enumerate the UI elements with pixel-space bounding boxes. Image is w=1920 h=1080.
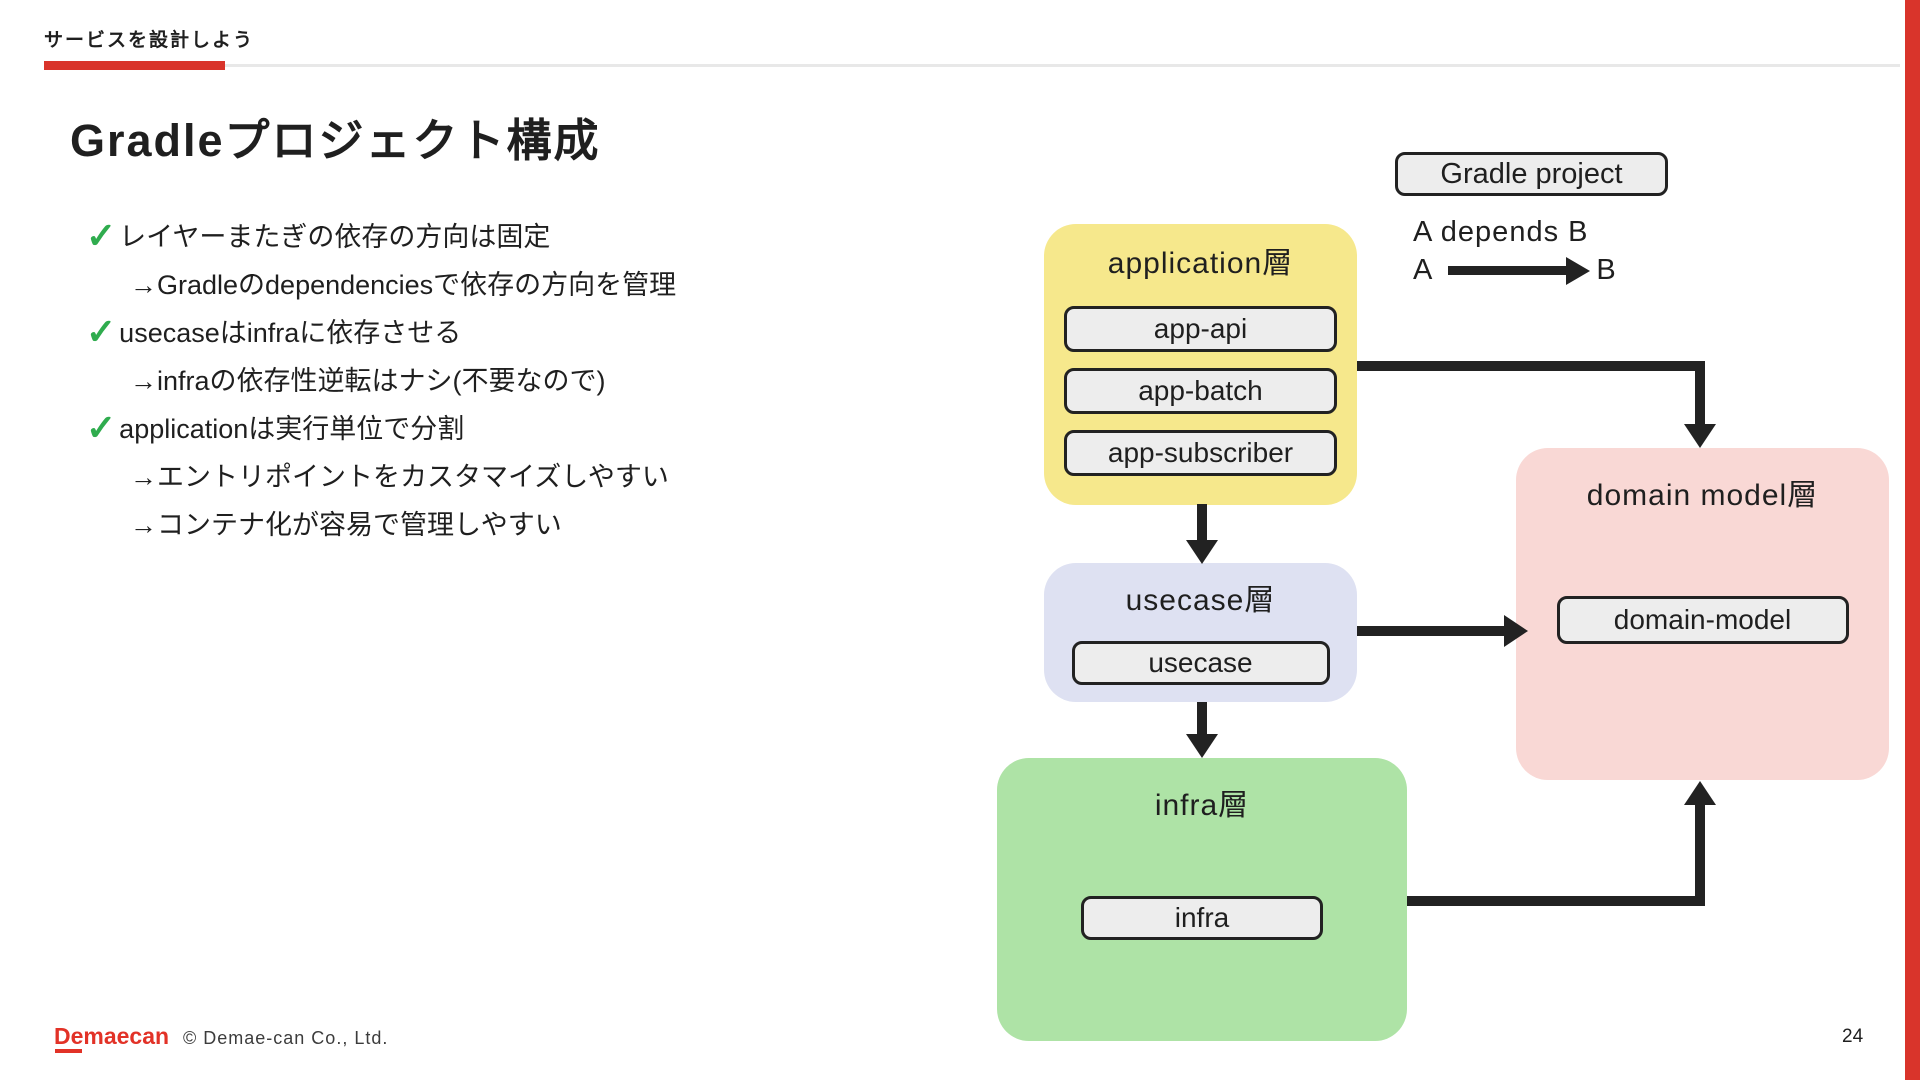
legend-depends-caption: A depends B [1413,216,1589,248]
module-app-api: app-api [1064,306,1337,352]
bullet-subitem: →Gradleのdependenciesで依存の方向を管理 [86,268,786,302]
arrow-usecase-to-infra-head-icon [1186,734,1218,758]
layer-usecase: usecase層 usecase [1044,563,1357,702]
bullet-subitem: →エントリポイントをカスタマイズしやすい [86,460,786,494]
layer-application: application層 app-api app-batch app-subsc… [1044,224,1357,505]
demaecan-logo: Demaecan [54,1023,170,1049]
bullet-text: レイヤーまたぎの依存の方向は固定 [119,222,551,252]
arrow-application-to-domain-head-icon [1684,424,1716,448]
bullet-text: →Gradleのdependenciesで依存の方向を管理 [130,270,677,300]
arrow-application-to-domain-horizontal-line [1357,361,1705,371]
header-divider-line [44,64,1900,67]
check-icon: ✓ [86,407,117,448]
bullet-list: ✓ レイヤーまたぎの依存の方向は固定 →Gradleのdependenciesで… [86,215,786,556]
header-accent-underline [44,61,225,70]
demaecan-logo-underline [55,1049,82,1053]
legend-arrow-line [1448,266,1567,275]
layer-infra: infra層 infra [997,758,1407,1041]
arrow-usecase-to-domain-head-icon [1504,615,1528,647]
check-icon: ✓ [86,311,117,352]
arrow-usecase-to-domain-line [1357,626,1504,636]
bullet-text: applicationは実行単位で分割 [119,414,465,444]
legend-arrow-example: A B [1413,254,1616,287]
check-icon: ✓ [86,215,117,256]
arrow-application-to-domain-vertical-line [1695,361,1705,426]
bullet-item: ✓ applicationは実行単位で分割 [86,407,786,448]
bullet-text: →infraの依存性逆転はナシ(不要なので) [130,366,606,396]
right-edge-accent-bar [1905,0,1920,1080]
bullet-subitem: →infraの依存性逆転はナシ(不要なので) [86,364,786,398]
bullet-text: →エントリポイントをカスタマイズしやすい [130,462,669,492]
arrow-application-to-usecase-head-icon [1186,540,1218,564]
layer-domain-model-label: domain model層 [1586,479,1819,512]
layer-domain-model: domain model層 domain-model [1516,448,1889,780]
bullet-item: ✓ usecaseはinfraに依存させる [86,311,786,352]
module-domain-model: domain-model [1556,596,1849,644]
layer-usecase-label: usecase層 [1125,584,1276,617]
arrow-application-to-usecase-line [1197,504,1207,544]
legend-label: Gradle project [1440,157,1623,190]
module-app-batch: app-batch [1064,368,1337,414]
layer-application-label: application層 [1107,247,1294,280]
arrow-infra-to-domain-vertical-line [1695,803,1705,906]
legend-to-label: B [1596,254,1616,286]
bullet-item: ✓ レイヤーまたぎの依存の方向は固定 [86,215,786,256]
arrow-usecase-to-infra-line [1197,702,1207,738]
legend-arrow-head-icon [1566,256,1591,285]
module-infra: infra [1081,896,1323,940]
module-usecase: usecase [1071,641,1330,685]
arrow-infra-to-domain-horizontal-line [1407,896,1705,906]
legend-from-label: A [1413,254,1433,286]
page-title: Gradleプロジェクト構成 [70,115,601,166]
copyright-text: © Demae-can Co., Ltd. [183,1028,389,1048]
bullet-subitem: →コンテナ化が容易で管理しやすい [86,508,786,542]
layer-infra-label: infra層 [1154,789,1250,822]
legend-gradle-project-box: Gradle project [1395,152,1668,196]
bullet-text: usecaseはinfraに依存させる [119,318,462,348]
module-app-subscriber: app-subscriber [1064,430,1337,476]
page-number: 24 [1842,1026,1864,1047]
bullet-text: →コンテナ化が容易で管理しやすい [130,510,562,540]
arrow-infra-to-domain-head-icon [1684,781,1716,805]
slide-section-title: サービスを設計しよう [44,30,255,51]
